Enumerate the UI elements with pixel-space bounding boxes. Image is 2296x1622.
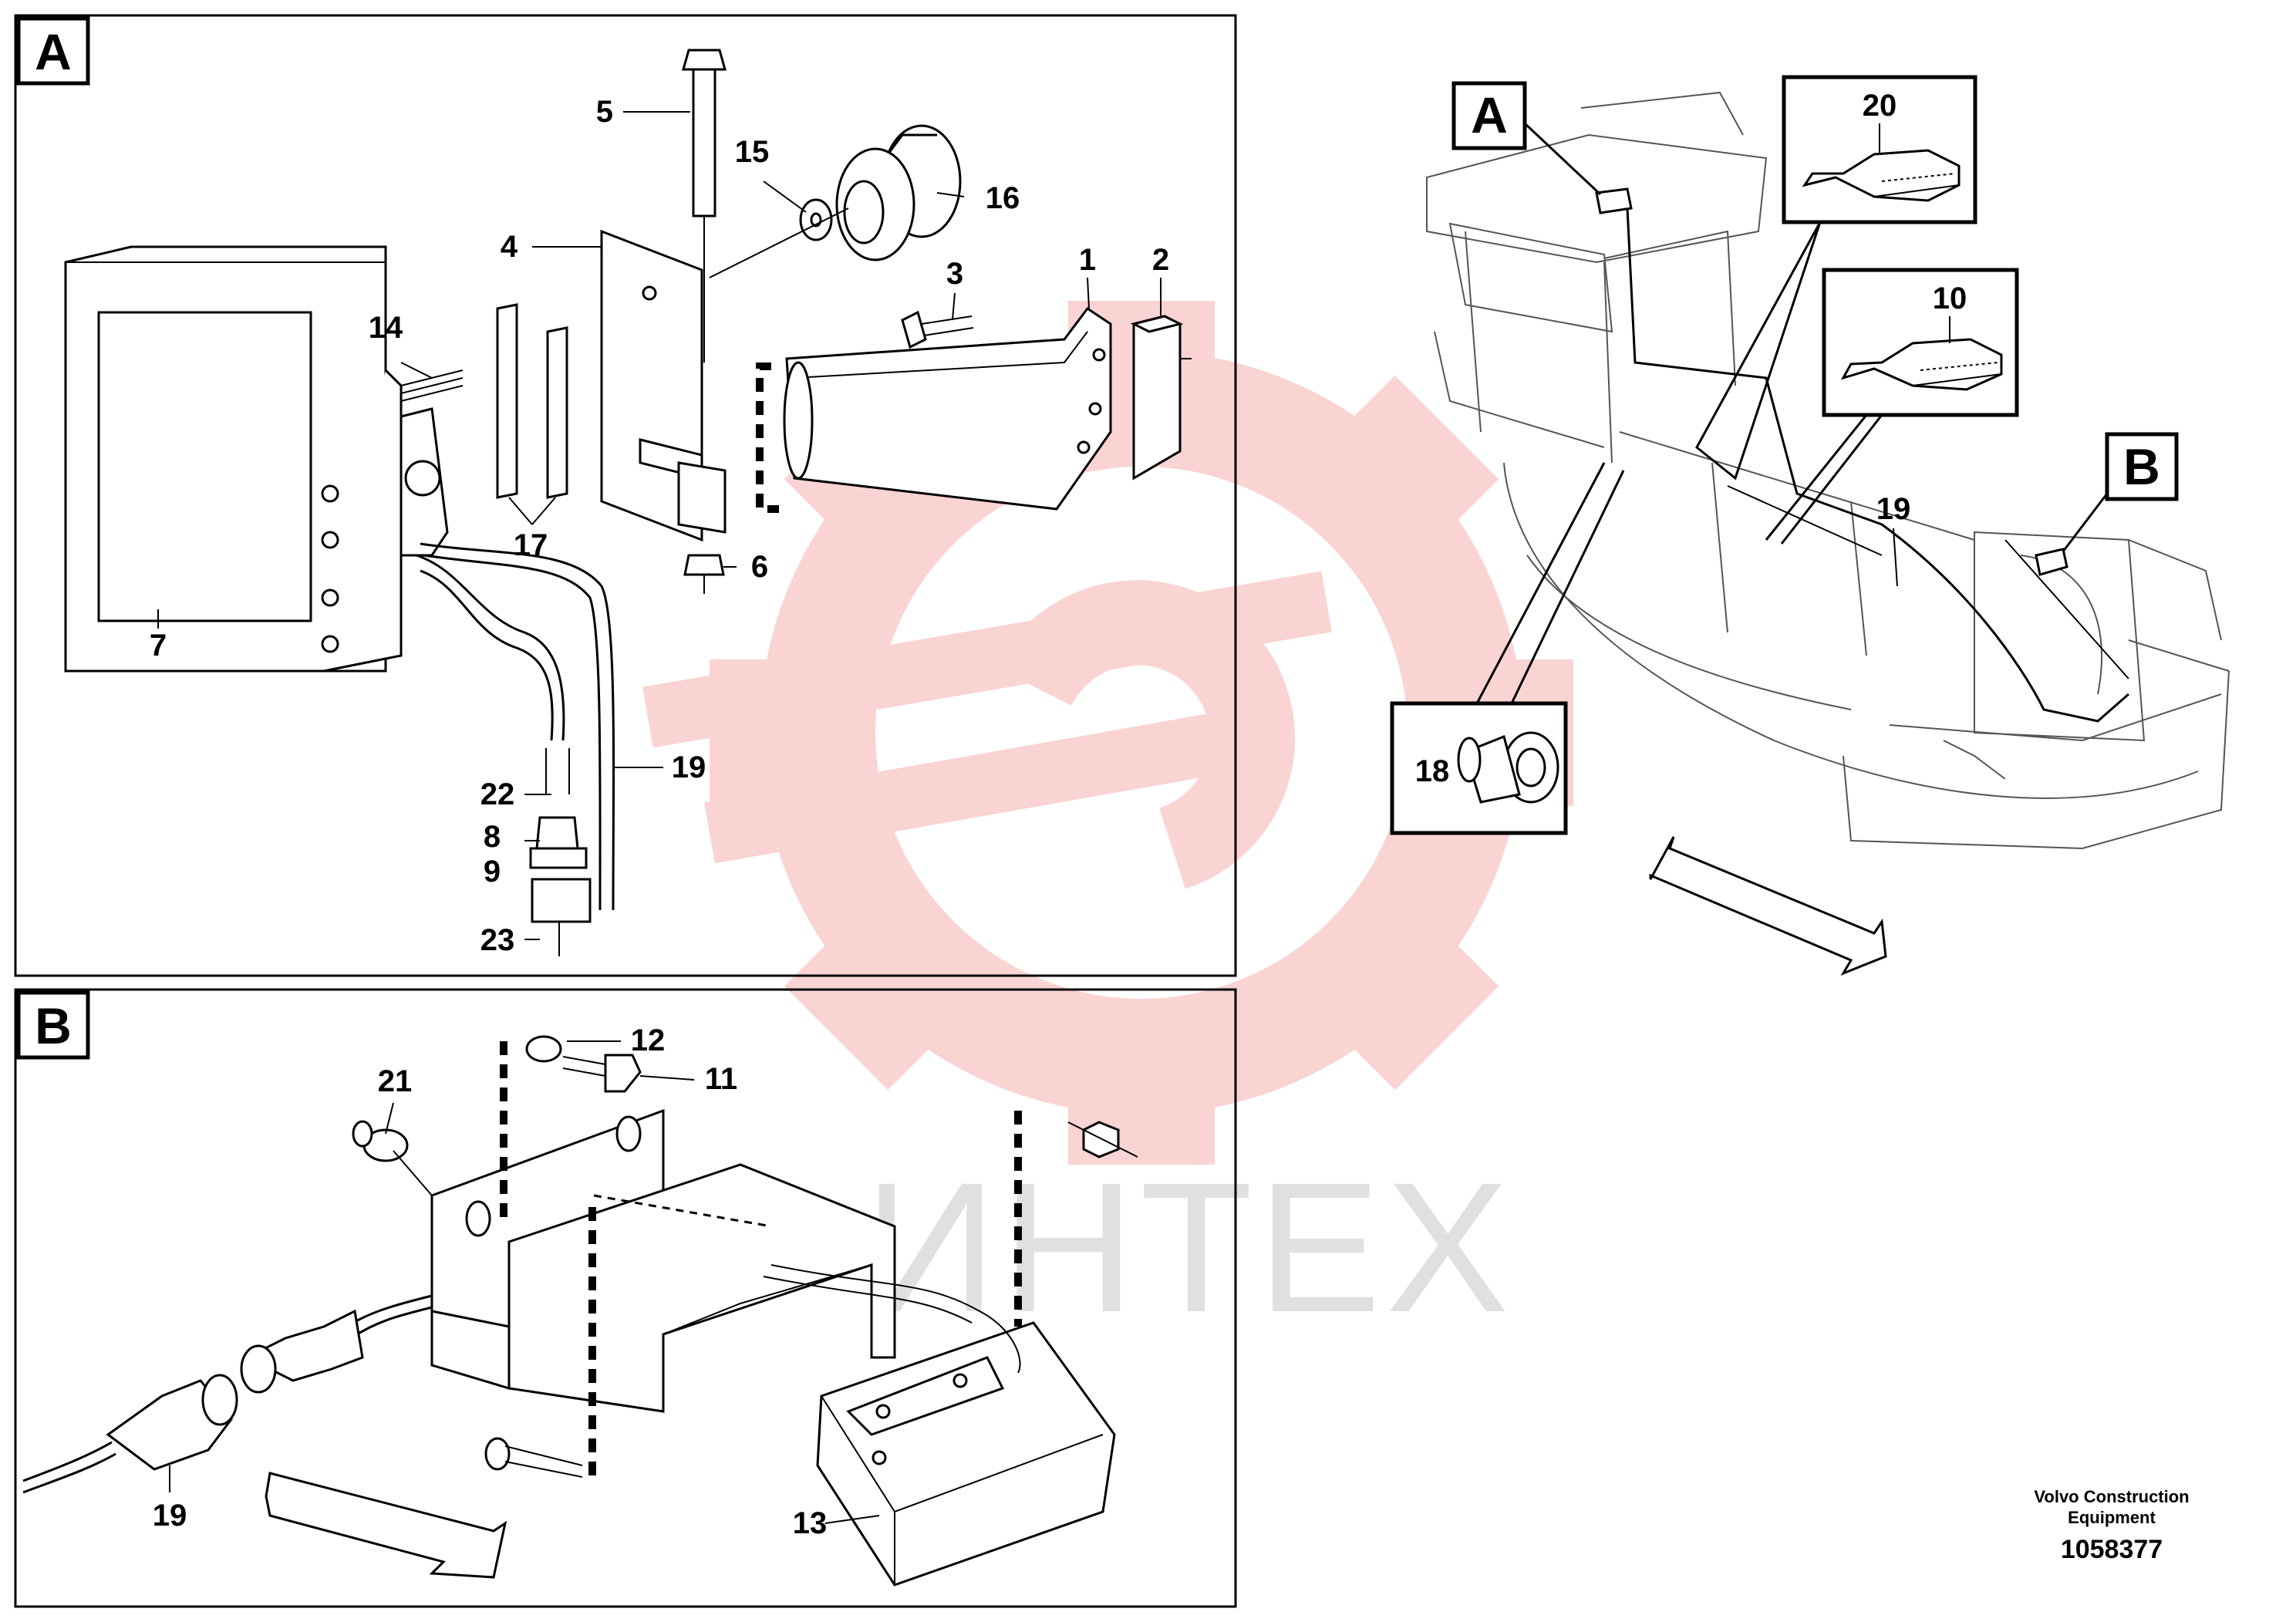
grommet-16 (835, 124, 962, 261)
panel-b-frame (14, 988, 1237, 1608)
camera-cable (22, 1294, 433, 1494)
leaders-panel-a (157, 111, 1192, 940)
label-14: 14 (369, 311, 403, 345)
label-12: 12 (631, 1023, 666, 1057)
label-6: 6 (751, 550, 768, 584)
label-1: 1 (1079, 243, 1096, 277)
leaders-panel-b (169, 1040, 880, 1524)
label-15: 15 (735, 135, 770, 169)
camera-bracket (430, 1108, 896, 1413)
label-13: 13 (793, 1506, 828, 1540)
label-9: 9 (484, 855, 501, 889)
label-23: 23 (480, 923, 515, 957)
excavator-outline (1426, 91, 2230, 850)
callout-b-box (2105, 432, 2179, 501)
display-monitor (64, 245, 403, 673)
label-2: 2 (1152, 243, 1169, 277)
direction-arrow-b (265, 1472, 507, 1579)
panel-b-letter-box (16, 990, 90, 1060)
callout-a-letter: A (1471, 86, 1508, 143)
cable-tie-detail-20: 20 (1782, 75, 1977, 224)
label-10: 10 (1933, 282, 1967, 315)
callout-a-box (1451, 81, 1527, 150)
machine-overview: A B 20 10 (1390, 75, 2230, 1564)
panel-a: A (14, 14, 1237, 977)
label-18: 18 (1415, 754, 1450, 788)
label-22: 22 (480, 777, 515, 811)
panel-a-frame (14, 14, 1237, 977)
label-8: 8 (484, 820, 501, 854)
callout-b-letter: B (2123, 438, 2160, 495)
label-7: 7 (150, 629, 167, 663)
watermark-text: ИНТЕХ (864, 1144, 1514, 1351)
label-19-panel-a: 19 (672, 750, 706, 784)
label-19-overview: 19 (1876, 492, 1911, 526)
bolt-5 (682, 49, 727, 363)
grommet-detail-18: 18 (1390, 701, 1568, 835)
panel-b: B (14, 988, 1237, 1608)
label-4: 4 (501, 230, 518, 264)
label-3: 3 (946, 257, 963, 291)
label-21: 21 (378, 1064, 413, 1098)
panel-a-letter-box (16, 16, 90, 86)
label-17: 17 (514, 528, 548, 562)
panel-b-letter: B (35, 997, 72, 1054)
direction-arrow-overview (1649, 836, 1887, 976)
label-16: 16 (986, 181, 1020, 215)
brand-line-2: Equipment (2068, 1508, 2156, 1527)
mounting-arm-1 (783, 306, 1112, 511)
label-20: 20 (1863, 89, 1897, 123)
label-11: 11 (705, 1062, 737, 1096)
cable-tie-detail-10: 10 (1822, 268, 2019, 417)
cable-harness (416, 542, 615, 956)
drawing-number: 1058377 (2061, 1535, 2163, 1564)
label-5: 5 (596, 95, 613, 129)
panel-a-letter: A (35, 23, 72, 80)
label-19-panel-b: 19 (153, 1499, 187, 1533)
rear-camera (816, 1321, 1116, 1587)
brand-line-1: Volvo Construction (2034, 1487, 2189, 1506)
